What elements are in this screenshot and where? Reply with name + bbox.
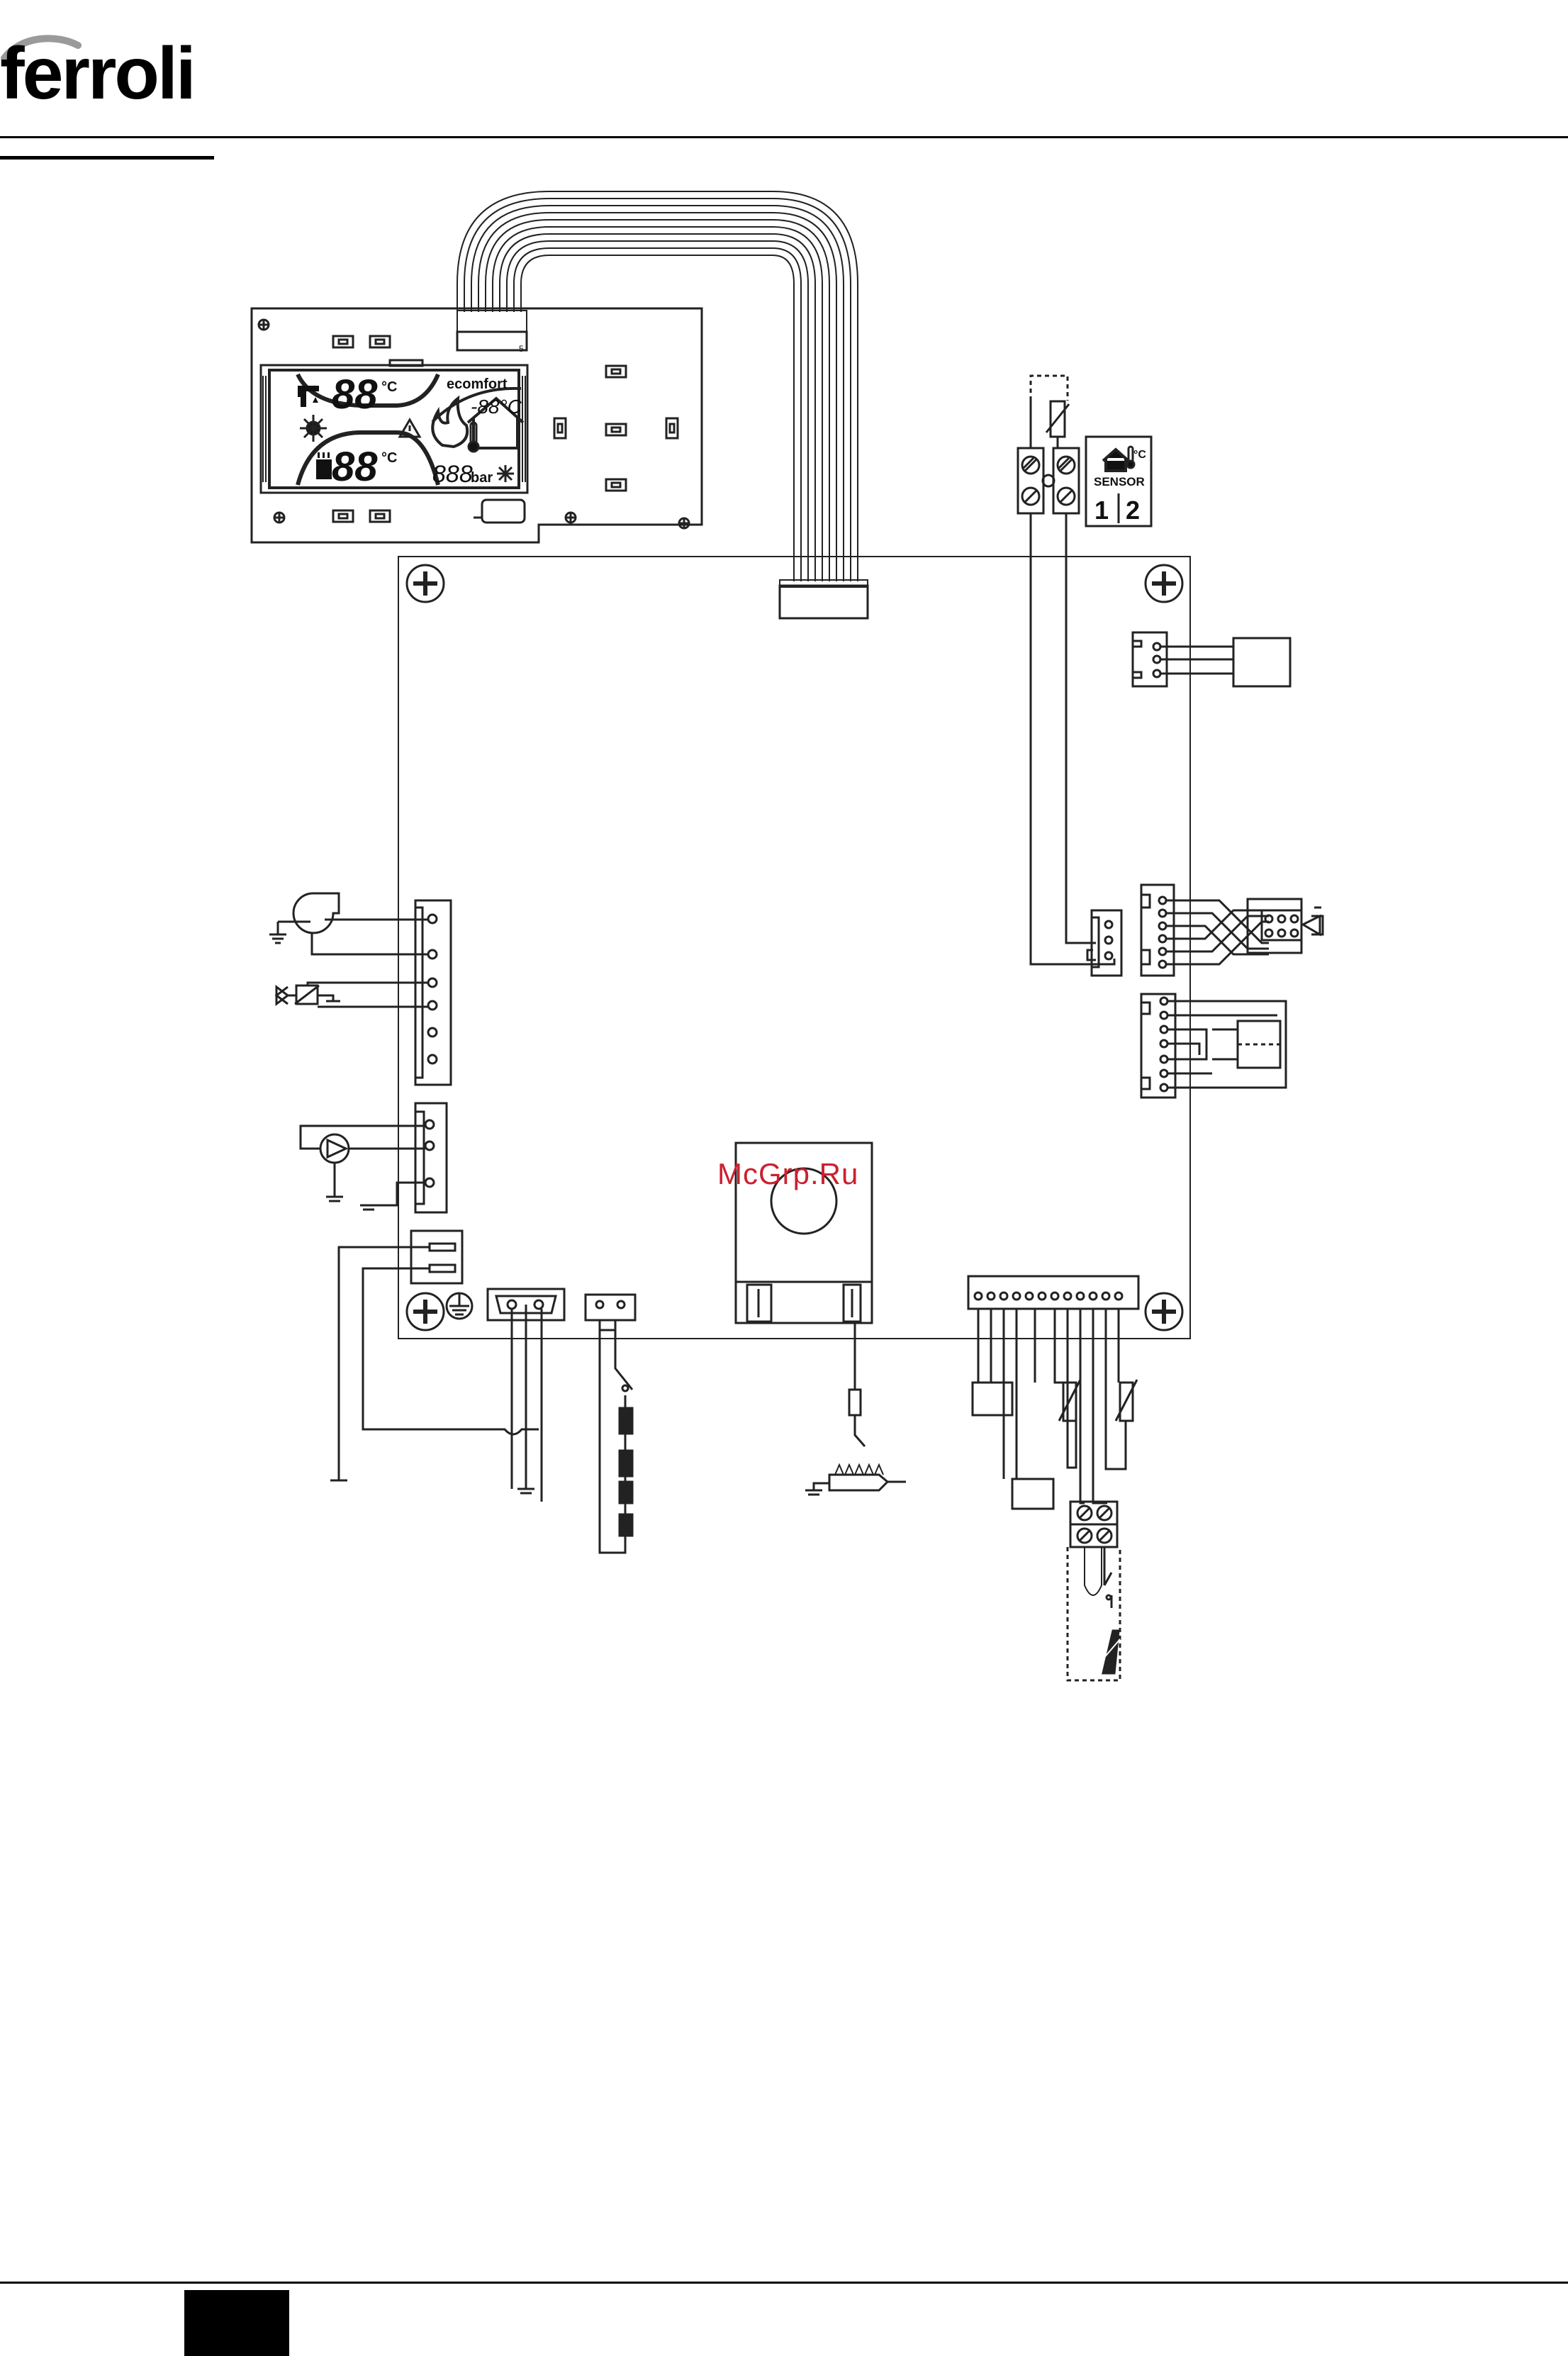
watermark: McGrp.Ru xyxy=(717,1157,858,1191)
snowflake-icon xyxy=(497,465,514,482)
terminal-block-bottom xyxy=(1068,1502,1120,1680)
dhw-temp-digits: 88 xyxy=(332,444,378,490)
ch-temp-unit: °C xyxy=(381,379,397,395)
sensor-label: SENSOR xyxy=(1094,475,1145,488)
footer-rule xyxy=(0,2282,1568,2284)
valve-connector xyxy=(1141,885,1323,976)
gas-valve-icon xyxy=(276,983,428,1007)
pump-icon xyxy=(301,1126,425,1210)
aux-connector xyxy=(1141,994,1286,1098)
wiring-diagram: 88 °C 88 °C ecomfort -88°C 888 bar 5 xyxy=(0,0,1568,1772)
sun-icon xyxy=(300,415,327,442)
sensor-label-box: SENSOR °C 1 2 xyxy=(1086,437,1151,526)
thermostat-chain xyxy=(586,1295,635,1553)
dhw-temp-unit: °C xyxy=(381,450,397,466)
room-sensor-terminals xyxy=(1018,376,1114,964)
sensor-connector-bottom xyxy=(968,1276,1138,1509)
display-board: 88 °C 88 °C ecomfort -88°C 888 bar 5 xyxy=(252,308,702,542)
fan-connector xyxy=(415,900,451,1085)
ignition-electrode xyxy=(805,1323,906,1495)
ch-temp-digits: 88 xyxy=(332,372,378,418)
fan-icon xyxy=(269,893,428,954)
power-connector xyxy=(330,1231,539,1480)
sensor-unit: °C xyxy=(1133,449,1146,461)
pressure-sensor-connector xyxy=(1133,632,1290,686)
lcd-brand-text: ecomfort xyxy=(447,376,508,392)
radiator-icon xyxy=(316,452,332,479)
flow-switch-connector xyxy=(1087,910,1121,976)
page-number-tab xyxy=(184,2290,289,2356)
pressure-digits: 888 xyxy=(432,461,473,488)
cable-label: 5 xyxy=(519,344,524,354)
sensor-terminal-1: 1 xyxy=(1094,496,1109,525)
outdoor-temp: -88°C xyxy=(471,396,522,418)
mains-connector xyxy=(488,1289,564,1502)
sensor-terminal-2: 2 xyxy=(1126,496,1140,525)
pressure-unit: bar xyxy=(471,470,493,486)
main-board xyxy=(398,557,1190,1339)
pump-connector xyxy=(415,1103,447,1212)
flame-icon xyxy=(432,398,467,447)
